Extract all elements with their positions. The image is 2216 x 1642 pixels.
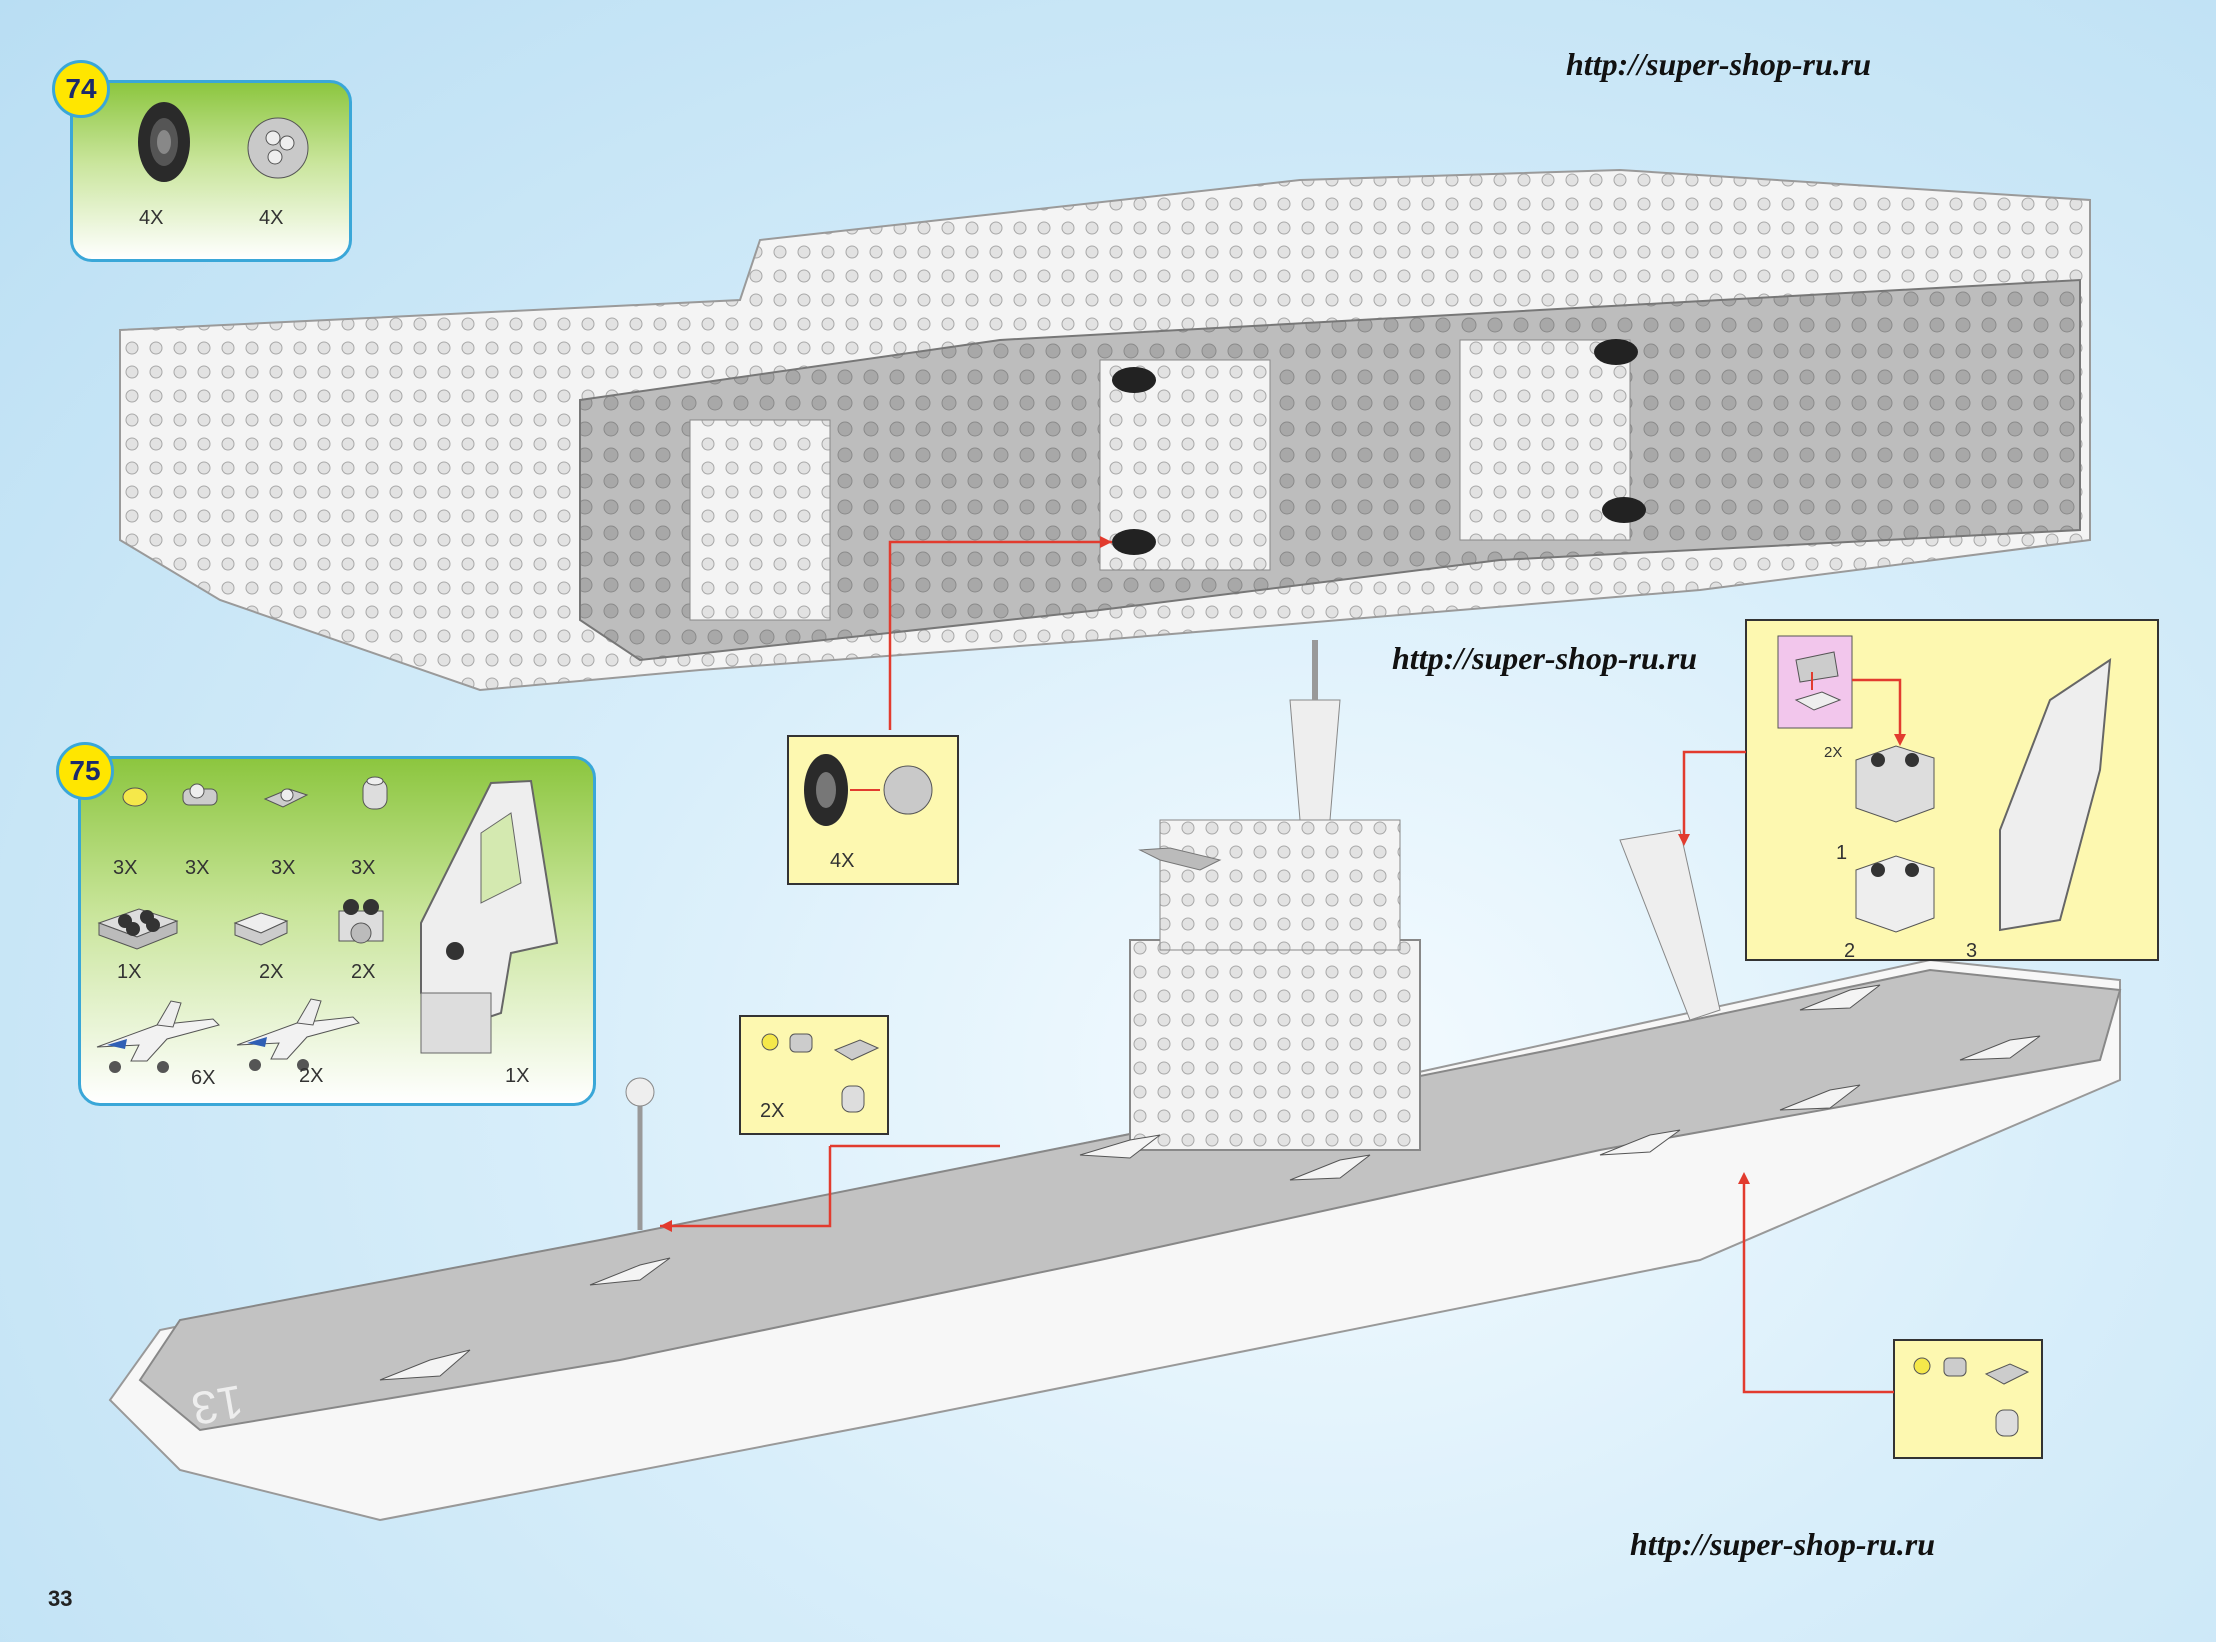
page-number: 33 [48,1586,73,1611]
watermark-url-top: http://super-shop-ru.ru [1566,46,1871,82]
crane-subassembly-box [1777,635,1853,729]
watermark-url-bottom: http://super-shop-ru.ru [1630,1526,1935,1562]
crane-subassembly-qty: 2X [1824,744,1843,761]
lamp-callout-qty: 2X [760,1100,785,1122]
fighter-jet-alt-icon [236,998,360,1071]
aircraft-carrier: 13 [108,640,2122,1522]
clip-plate-icon [182,783,218,806]
deck-jets [379,984,2041,1381]
step-number-75: 75 [56,742,114,800]
round-brick-icon [362,776,388,810]
step-75-qty-8: 6X [191,1067,216,1089]
step-75-qty-5: 1X [117,961,142,983]
hinge-brick-icon [338,899,384,944]
wheel-callout-qty: 4X [830,850,855,872]
step-74-qty-hub: 4X [259,207,284,229]
step-number-74: 74 [52,60,110,118]
step-75-qty-10: 1X [505,1065,530,1087]
plate-2x2-icon [97,908,179,950]
crane-step-1: 1 [1836,842,1848,864]
step-74-qty-tire: 4X [139,207,164,229]
fighter-jet-icon [96,1000,220,1073]
lamp-callout-right [1893,1339,2043,1459]
tire-icon [138,102,190,182]
step-75-qty-7: 2X [351,961,376,983]
step-74-parts-box: 4X 4X [70,80,352,262]
crane-step-3: 3 [1966,940,1978,962]
step-75-qty-9: 2X [299,1065,324,1087]
hull-upside-down [119,168,2091,692]
step-75-qty-1: 3X [113,857,138,879]
step-75-qty-2: 3X [185,857,210,879]
step-75-qty-3: 3X [271,857,296,879]
step-75-parts-box: 3X 3X 3X 3X 1X 2X 2X 6X 2X 1X [78,756,596,1106]
crane-arm-icon [420,779,559,1054]
step-75-qty-6: 2X [259,961,284,983]
round-plate-icon [122,787,148,807]
bracket-plate-icon [263,788,309,808]
tile-icon [233,912,289,946]
watermark-url-middle: http://super-shop-ru.ru [1392,640,1697,676]
crane-step-2: 2 [1844,940,1856,962]
wheel-hub-icon [247,117,309,179]
step-75-qty-4: 3X [351,857,376,879]
svg-text:13: 13 [188,1375,247,1435]
